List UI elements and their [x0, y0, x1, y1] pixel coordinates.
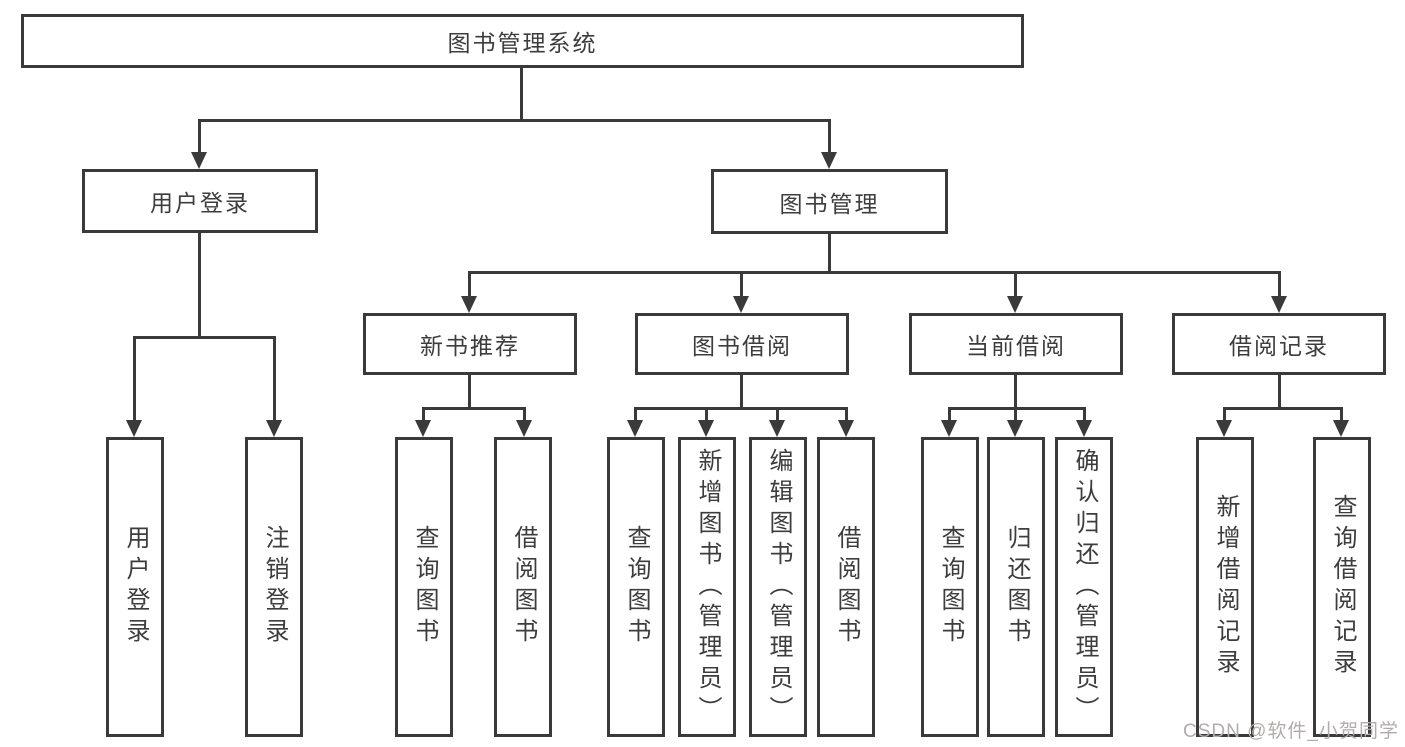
csdn-watermark: CSDN @软件_小贺同学	[1183, 721, 1399, 742]
arrowhead-icon	[415, 420, 431, 437]
arrowhead-icon	[769, 420, 785, 437]
connector-line	[133, 336, 136, 422]
arrowhead-icon	[698, 420, 714, 437]
connector-line	[740, 373, 743, 410]
connector-line	[273, 336, 276, 422]
connector-line	[520, 68, 523, 122]
connector-line	[705, 407, 708, 423]
connector-line	[776, 407, 779, 423]
node-borrow-books-1: 借阅图书	[494, 437, 552, 737]
node-current-borrowing: 当前借阅	[909, 313, 1123, 375]
connector-line	[1014, 407, 1017, 423]
arrowhead-icon	[821, 152, 837, 169]
connector-line	[1014, 271, 1017, 299]
arrowhead-icon	[1076, 420, 1092, 437]
node-label: 新增图书（管理员）	[694, 447, 721, 727]
node-book-borrowing: 图书借阅	[635, 313, 849, 375]
node-add-books-admin: 新增图书（管理员）	[678, 437, 736, 737]
arrowhead-icon	[1333, 420, 1349, 437]
connector-line	[1083, 407, 1086, 423]
connector-line	[198, 231, 201, 339]
connector-line	[634, 407, 848, 410]
node-user-login: 用户登录	[82, 169, 318, 233]
connector-line	[468, 373, 471, 410]
node-label: 查询图书	[411, 525, 438, 649]
node-label: 用户登录	[150, 190, 250, 216]
arrowhead-icon	[126, 420, 142, 437]
node-return-books: 归还图书	[987, 437, 1045, 737]
node-label: 查询借阅记录	[1329, 494, 1356, 680]
node-label: 借阅图书	[833, 525, 860, 649]
arrowhead-icon	[516, 420, 532, 437]
arrowhead-icon	[1271, 296, 1287, 313]
node-borrowing-records: 借阅记录	[1172, 313, 1386, 375]
connector-line	[422, 407, 425, 423]
connector-line	[468, 271, 471, 299]
connector-line	[1340, 407, 1343, 423]
connector-line	[948, 407, 1086, 410]
node-label: 编辑图书（管理员）	[765, 447, 792, 727]
connector-line	[198, 119, 831, 122]
connector-line	[828, 231, 831, 274]
connector-line	[1223, 407, 1343, 410]
connector-line	[634, 407, 637, 423]
arrowhead-icon	[1007, 296, 1023, 313]
node-query-books-2: 查询图书	[607, 437, 665, 737]
connector-line	[1278, 373, 1281, 410]
node-query-books-3: 查询图书	[921, 437, 979, 737]
node-label: 归还图书	[1003, 525, 1030, 649]
node-label: 图书管理	[779, 190, 880, 217]
node-user-login-leaf: 用户登录	[106, 437, 164, 737]
connector-line	[828, 119, 831, 155]
arrowhead-icon	[627, 420, 643, 437]
arrowhead-icon	[838, 420, 854, 437]
connector-line	[1014, 373, 1017, 410]
arrowhead-icon	[191, 152, 207, 169]
connector-line	[133, 336, 276, 339]
connector-line	[1223, 407, 1226, 423]
node-label: 注销登录	[261, 525, 288, 649]
connector-line	[1278, 271, 1281, 299]
node-borrow-books-2: 借阅图书	[817, 437, 875, 737]
connector-line	[523, 407, 526, 423]
connector-line	[845, 407, 848, 423]
node-label: 当前借阅	[966, 333, 1066, 359]
node-label: 新书推荐	[420, 333, 520, 359]
connector-line	[198, 119, 201, 155]
node-label: 图书管理系统	[447, 30, 598, 56]
node-add-borrow-record: 新增借阅记录	[1196, 437, 1254, 737]
node-label: 新增借阅记录	[1212, 494, 1239, 680]
node-label: 借阅图书	[510, 525, 537, 649]
arrowhead-icon	[1007, 420, 1023, 437]
node-label: 用户登录	[122, 525, 149, 649]
connector-line	[468, 271, 1281, 274]
node-label: 查询图书	[937, 525, 964, 649]
arrowhead-icon	[1216, 420, 1232, 437]
node-library-management-system: 图书管理系统	[21, 14, 1024, 68]
node-logout: 注销登录	[245, 437, 303, 737]
arrowhead-icon	[266, 420, 282, 437]
connector-line	[740, 271, 743, 299]
node-label: 查询图书	[623, 525, 650, 649]
connector-line	[422, 407, 526, 410]
node-book-management: 图书管理	[711, 169, 948, 234]
node-new-book-recommendation: 新书推荐	[363, 313, 577, 375]
node-query-borrow-record: 查询借阅记录	[1313, 437, 1371, 737]
node-label: 图书借阅	[692, 333, 792, 359]
node-confirm-return-admin: 确认归还（管理员）	[1055, 437, 1113, 737]
connector-line	[948, 407, 951, 423]
node-label: 借阅记录	[1229, 333, 1329, 359]
arrowhead-icon	[941, 420, 957, 437]
arrowhead-icon	[733, 296, 749, 313]
node-label: 确认归还（管理员）	[1071, 447, 1098, 727]
arrowhead-icon	[461, 296, 477, 313]
node-edit-books-admin: 编辑图书（管理员）	[749, 437, 807, 737]
node-query-books-1: 查询图书	[395, 437, 453, 737]
